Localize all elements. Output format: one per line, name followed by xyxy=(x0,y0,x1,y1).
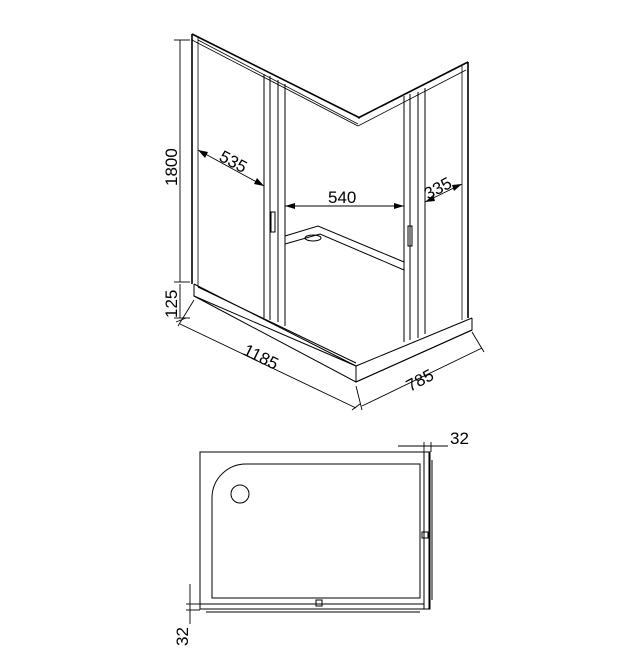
dim-height-tray: 125 xyxy=(162,290,181,318)
dim-side-panel-width: 335 xyxy=(421,173,455,203)
plan-view: 32 32 xyxy=(173,429,469,646)
shower-tray xyxy=(193,283,473,383)
dim-door-opening: 540 xyxy=(328,188,356,207)
glass-profiles xyxy=(199,451,433,613)
dimension-lines xyxy=(174,39,485,411)
dim-profile-left: 32 xyxy=(173,627,192,646)
dim-length: 1185 xyxy=(240,341,281,374)
side-panel-frame xyxy=(357,61,469,342)
dim-depth: 785 xyxy=(403,365,437,395)
dim-height-panel: 1800 xyxy=(162,148,181,186)
front-panel-frame xyxy=(191,33,361,364)
plan-dim-left xyxy=(186,584,200,624)
inner-tray-outline xyxy=(284,225,405,271)
dimension-arrows xyxy=(198,150,462,209)
dim-front-panel-width: 535 xyxy=(216,147,250,177)
dim-profile-top: 32 xyxy=(450,429,469,448)
cabin-perspective-view: 1800 125 535 540 335 1185 785 xyxy=(162,33,485,411)
tray-plan-outline xyxy=(199,451,431,610)
plan-dim-top xyxy=(398,442,448,452)
